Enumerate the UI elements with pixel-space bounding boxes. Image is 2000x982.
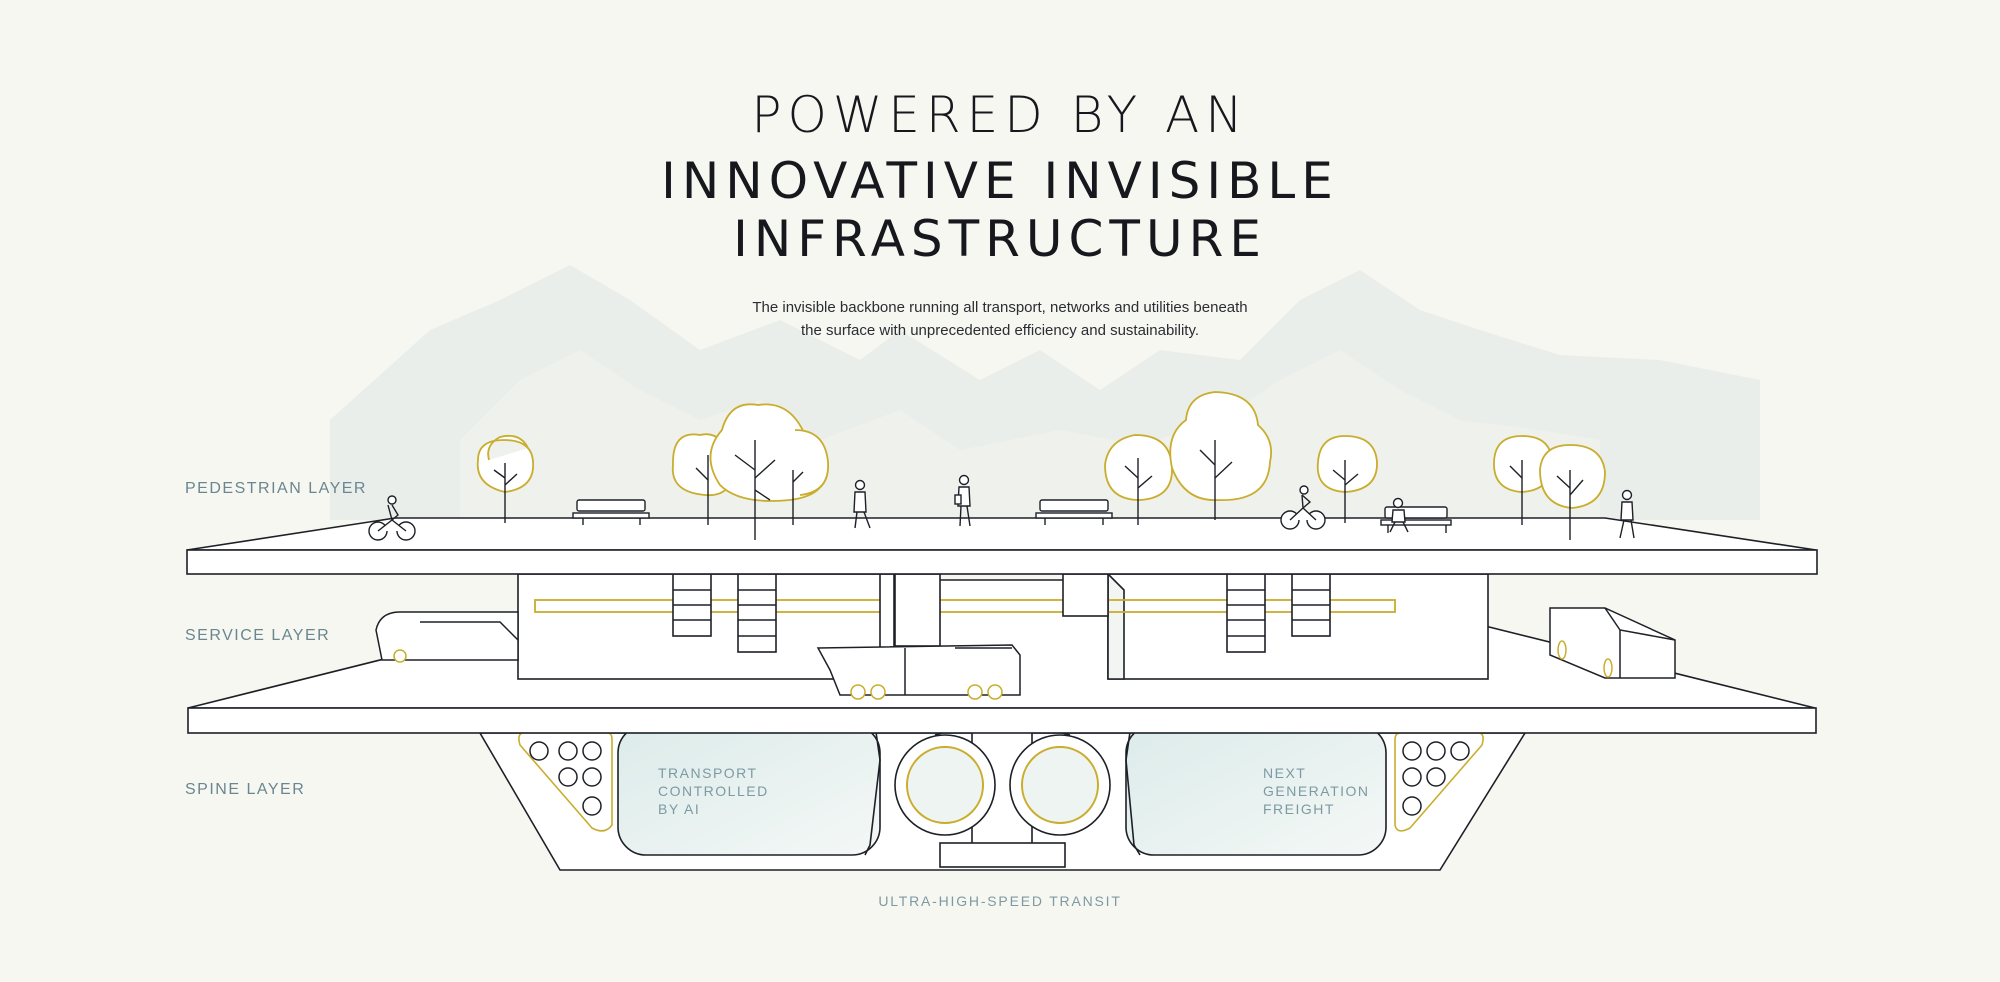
people — [368, 474, 1635, 541]
trees — [476, 391, 1606, 540]
walking-person — [954, 474, 971, 527]
cyclist — [368, 495, 416, 541]
tree — [476, 434, 534, 523]
service-layer-label: SERVICE LAYER — [185, 627, 331, 644]
heading-line-1: POWERED BY AN — [751, 86, 1249, 144]
transport-tunnel-label-line: CONTROLLED — [658, 783, 769, 799]
freight-truck-center — [816, 644, 1021, 700]
heading: POWERED BY AN INNOVATIVE INVISIBLE INFRA… — [0, 78, 2000, 268]
freight-tunnel-label-line: FREIGHT — [1263, 801, 1335, 817]
delivery-van-right — [1549, 607, 1676, 679]
bench — [572, 499, 650, 525]
walking-person — [853, 479, 871, 529]
heading-line-3: INFRASTRUCTURE — [733, 210, 1267, 268]
tree — [1539, 444, 1606, 540]
pedestrian-platform — [186, 517, 1818, 575]
subtitle-line-2: the surface with unprecedented efficienc… — [800, 322, 1200, 339]
pedestrian-layer-label: PEDESTRIAN LAYER — [185, 480, 367, 497]
freight-tunnel-label-line: GENERATION — [1263, 783, 1370, 799]
transport-tunnel-label-line: TRANSPORT — [658, 765, 758, 781]
tree — [792, 429, 829, 525]
freight-tunnel-label-line: NEXT — [1263, 765, 1307, 781]
spine-layer-label: SPINE LAYER — [185, 781, 306, 798]
cyclist — [1280, 485, 1326, 530]
subtitle: The invisible backbone running all trans… — [0, 296, 2000, 342]
transport-tunnel-label: TRANSPORT CONTROLLED BY AI — [658, 764, 769, 818]
freight-tunnel-label: NEXT GENERATION FREIGHT — [1263, 764, 1370, 818]
transit-label: ULTRA-HIGH-SPEED TRANSIT — [878, 893, 1122, 909]
tree — [709, 403, 827, 540]
heading-line-2: INNOVATIVE INVISIBLE — [661, 152, 1339, 210]
bench — [1035, 499, 1113, 525]
sitting-person — [1389, 497, 1409, 533]
utility-duct-left — [518, 732, 613, 832]
autonomous-bus-left — [375, 611, 519, 663]
subtitle-line-1: The invisible backbone running all trans… — [752, 299, 1248, 316]
tree — [1493, 435, 1553, 525]
walking-person — [1619, 489, 1635, 539]
utility-duct-right — [1394, 732, 1484, 832]
transport-tunnel-label-line: BY AI — [658, 801, 701, 817]
tree — [1169, 391, 1273, 520]
tree — [1104, 434, 1173, 525]
tree — [1316, 435, 1378, 523]
